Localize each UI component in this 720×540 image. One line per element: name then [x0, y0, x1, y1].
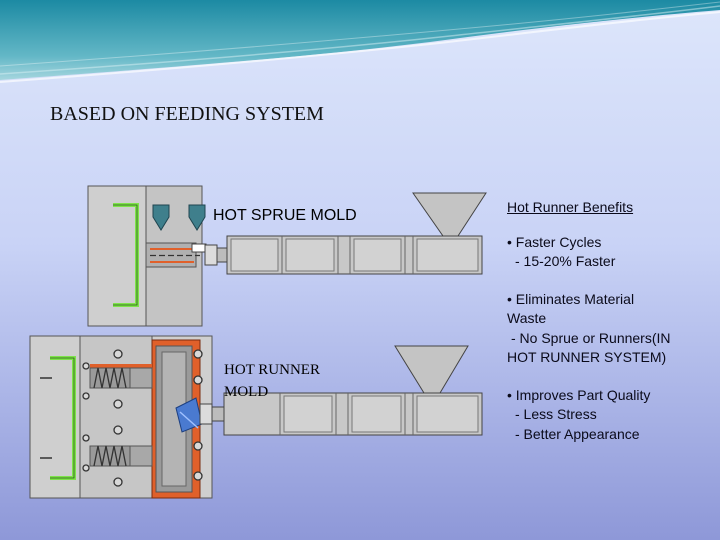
hot-sprue-mold: [87, 185, 228, 327]
injection-barrel-bottom: [223, 345, 483, 436]
hot-runner-label: HOT RUNNER MOLD: [224, 359, 320, 403]
hot-runner-label-line: HOT RUNNER: [224, 362, 320, 378]
benefit-line: - 15-20% Faster: [515, 253, 616, 269]
benefit-line: HOT RUNNER SYSTEM): [507, 349, 667, 365]
benefit-item: • Eliminates Material Waste - No Sprue o…: [507, 290, 712, 368]
hot-sprue-label: HOT SPRUE MOLD: [213, 207, 357, 224]
ejector-arrow-left: [152, 204, 170, 231]
ejector-arrow-right: [188, 204, 206, 231]
hot-runner-label-line: MOLD: [224, 384, 269, 400]
spring-top: [89, 367, 131, 389]
spring-bottom: [89, 445, 131, 467]
benefits-panel: Hot Runner Benefits • Faster Cycles - 15…: [507, 198, 712, 462]
hot-runner-mold: [29, 335, 225, 499]
benefit-line: - Better Appearance: [515, 425, 640, 442]
benefits-heading: Hot Runner Benefits: [507, 199, 634, 215]
hopper-top: [412, 192, 487, 237]
benefit-item: • Improves Part Quality - Less Stress - …: [507, 386, 712, 445]
benefit-item: • Faster Cycles - 15-20% Faster: [507, 233, 712, 272]
injection-barrel-top: [226, 192, 487, 275]
header-banner: [0, 0, 720, 83]
benefit-line: • Improves Part Quality: [507, 386, 651, 403]
slide-title: BASED ON FEEDING SYSTEM: [50, 103, 324, 125]
benefit-line: Waste: [507, 310, 547, 326]
benefit-line: • Eliminates Material: [507, 290, 635, 307]
benefit-line: - Less Stress: [515, 406, 597, 422]
benefit-line: - No Sprue or Runners(IN: [511, 329, 671, 346]
benefit-line: • Faster Cycles: [507, 233, 602, 250]
hopper-bottom: [394, 345, 469, 394]
